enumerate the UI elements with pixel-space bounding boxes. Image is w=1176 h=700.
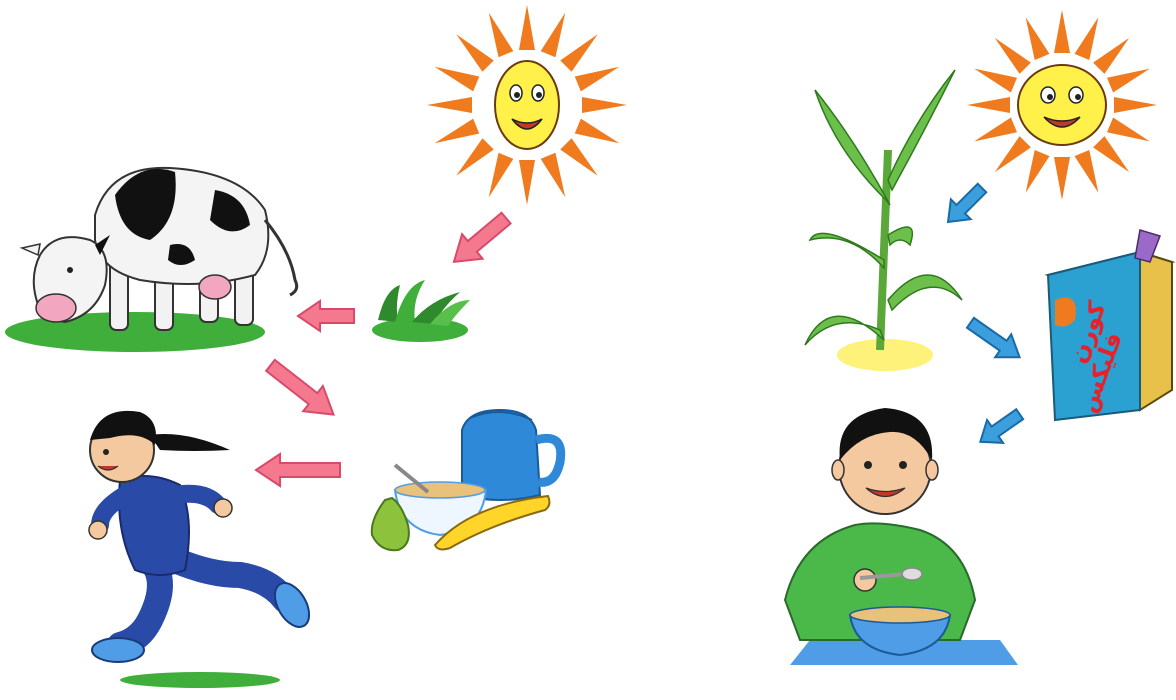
arrow-breakfast-to-girl [256, 454, 340, 486]
boy-eating-icon [785, 408, 1018, 665]
arrow-corn-to-cereal [962, 311, 1027, 368]
arrow-cow-to-breakfast [261, 353, 344, 427]
arrow-sun-to-grass [444, 206, 517, 274]
arrow-grass-to-cow [298, 301, 354, 331]
sun-icon [427, 5, 627, 205]
sun-icon [967, 10, 1157, 200]
grass-icon [372, 280, 470, 342]
left-food-chain [5, 5, 627, 688]
running-girl-icon [89, 411, 316, 688]
breakfast-icon [372, 410, 561, 550]
cereal-box-icon: كورن فليكس [1048, 230, 1172, 420]
cow-icon [5, 168, 297, 352]
right-food-chain: كورن فليكس [785, 10, 1172, 665]
corn-plant-icon [805, 70, 962, 371]
arrow-sun-to-corn [938, 178, 992, 232]
arrow-cereal-to-boy [972, 403, 1027, 453]
